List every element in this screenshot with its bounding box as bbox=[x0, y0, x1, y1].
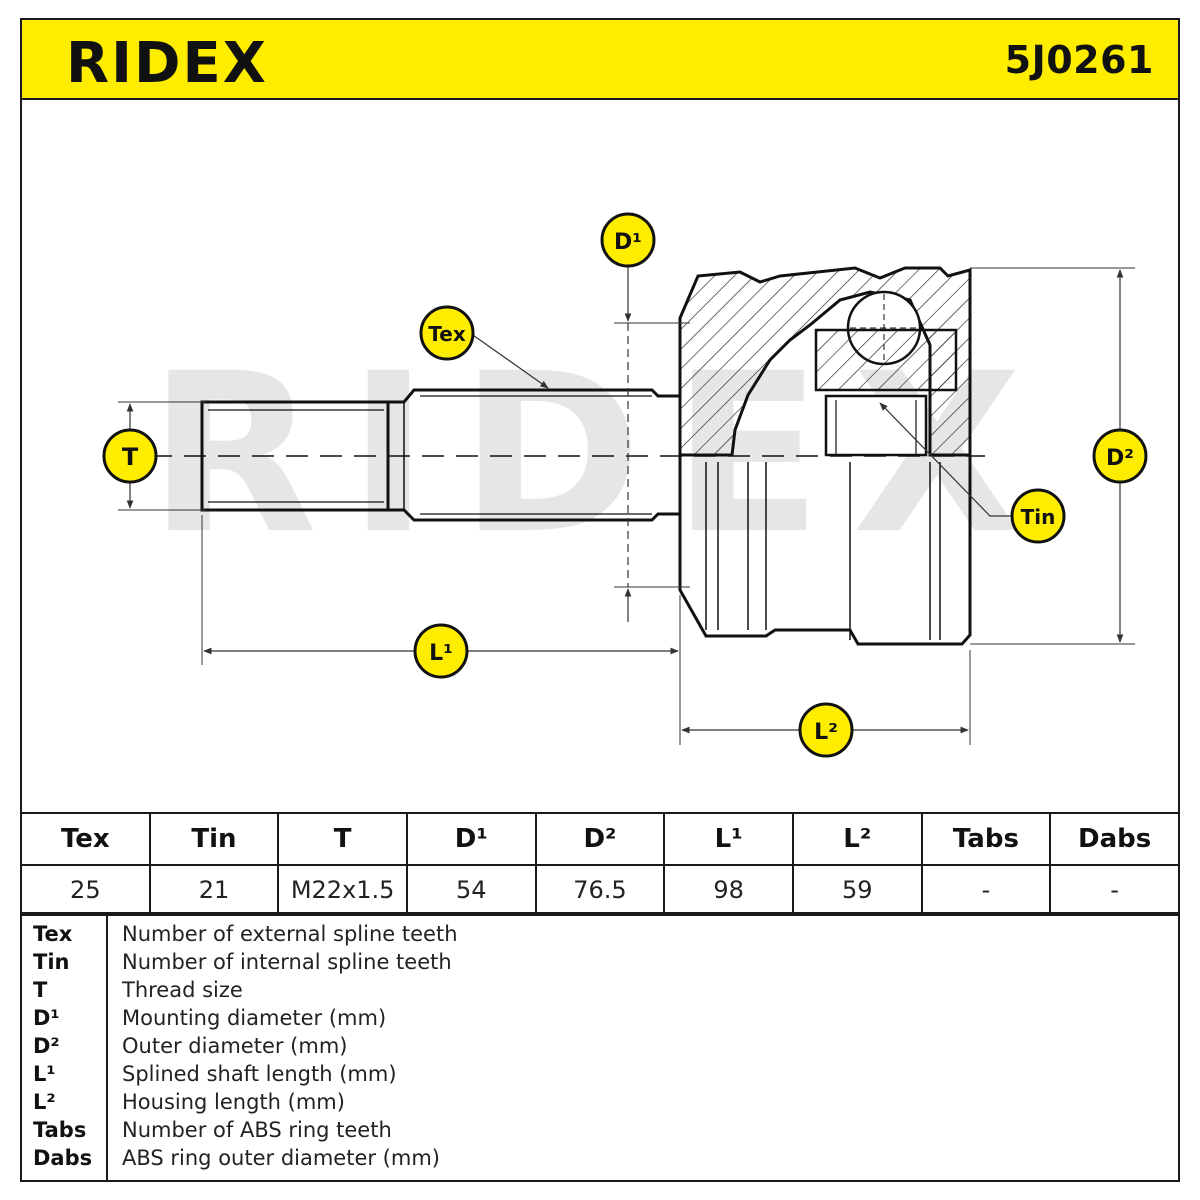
header-tex: Tex bbox=[20, 812, 151, 866]
legend-key: T bbox=[33, 978, 48, 1002]
value-dabs: - bbox=[1049, 864, 1180, 916]
legend-row: D² Outer diameter (mm) bbox=[20, 1034, 1180, 1062]
legend-key: Tin bbox=[33, 950, 70, 974]
legend-row: D¹ Mounting diameter (mm) bbox=[20, 1006, 1180, 1034]
legend: Tex Number of external spline teeth Tin … bbox=[20, 912, 1180, 1182]
value-t: M22x1.5 bbox=[277, 864, 408, 916]
value-l1: 98 bbox=[663, 864, 794, 916]
legend-desc: Housing length (mm) bbox=[122, 1090, 345, 1114]
legend-row: Tin Number of internal spline teeth bbox=[20, 950, 1180, 978]
header-d2: D² bbox=[534, 812, 666, 866]
l1-badge: L¹ bbox=[413, 623, 469, 679]
legend-key: L² bbox=[33, 1090, 56, 1114]
legend-key: D² bbox=[33, 1034, 60, 1058]
l1-badge-label: L¹ bbox=[429, 641, 453, 666]
spec-value-row: 25 21 M22x1.5 54 76.5 98 59 - - bbox=[20, 864, 1180, 916]
value-tex: 25 bbox=[20, 864, 151, 916]
d1-badge: D¹ bbox=[600, 212, 656, 268]
part-number: 5J0261 bbox=[1004, 38, 1154, 82]
legend-desc: Mounting diameter (mm) bbox=[122, 1006, 387, 1030]
legend-desc: Number of ABS ring teeth bbox=[122, 1118, 392, 1142]
legend-key: Dabs bbox=[33, 1146, 93, 1170]
inner-race bbox=[824, 394, 928, 457]
legend-row: L² Housing length (mm) bbox=[20, 1090, 1180, 1118]
legend-key: D¹ bbox=[33, 1006, 60, 1030]
splined-shaft-bottom bbox=[388, 508, 680, 522]
header-l1: L¹ bbox=[663, 812, 794, 866]
housing-section-hatched bbox=[678, 266, 972, 457]
d2-badge-label: D² bbox=[1106, 446, 1134, 471]
legend-row: T Thread size bbox=[20, 978, 1180, 1006]
legend-row: Tabs Number of ABS ring teeth bbox=[20, 1118, 1180, 1146]
header-tin: Tin bbox=[148, 812, 280, 866]
value-d2: 76.5 bbox=[534, 864, 666, 916]
header-d1: D¹ bbox=[405, 812, 537, 866]
cage bbox=[814, 328, 958, 392]
legend-desc: Splined shaft length (mm) bbox=[122, 1062, 397, 1086]
value-tabs: - bbox=[920, 864, 1052, 916]
legend-divider bbox=[106, 914, 108, 1182]
legend-desc: ABS ring outer diameter (mm) bbox=[122, 1146, 440, 1170]
header-l2: L² bbox=[791, 812, 923, 866]
spec-table: Tex Tin T D¹ D² L¹ L² Tabs Dabs 25 21 M2… bbox=[20, 812, 1180, 916]
l2-badge: L² bbox=[798, 702, 854, 758]
legend-desc: Outer diameter (mm) bbox=[122, 1034, 348, 1058]
legend-row: Tex Number of external spline teeth bbox=[20, 922, 1180, 950]
spec-header-row: Tex Tin T D¹ D² L¹ L² Tabs Dabs bbox=[20, 812, 1180, 866]
d2-badge: D² bbox=[1092, 428, 1148, 484]
header-t: T bbox=[277, 812, 408, 866]
value-d1: 54 bbox=[405, 864, 537, 916]
tex-badge-label: Tex bbox=[428, 322, 466, 346]
legend-row: L¹ Splined shaft length (mm) bbox=[20, 1062, 1180, 1090]
tex-leader bbox=[469, 332, 549, 389]
legend-desc: Thread size bbox=[122, 978, 243, 1002]
legend-key: L¹ bbox=[33, 1062, 56, 1086]
value-tin: 21 bbox=[148, 864, 280, 916]
tin-badge-label: Tin bbox=[1021, 505, 1056, 529]
legend-row: Dabs ABS ring outer diameter (mm) bbox=[20, 1146, 1180, 1174]
l2-badge-label: L² bbox=[814, 720, 838, 745]
housing-outline-lower bbox=[678, 455, 972, 646]
tex-badge: Tex bbox=[419, 305, 475, 361]
value-l2: 59 bbox=[791, 864, 923, 916]
legend-key: Tex bbox=[33, 922, 73, 946]
ridex-logo: RIDEX bbox=[66, 31, 268, 92]
header-dabs: Dabs bbox=[1049, 812, 1180, 866]
t-badge-label: T bbox=[122, 443, 139, 471]
tin-leader bbox=[879, 402, 1014, 517]
legend-desc: Number of external spline teeth bbox=[122, 922, 458, 946]
header-bar: RIDEX 5J0261 bbox=[20, 18, 1180, 100]
header-tabs: Tabs bbox=[920, 812, 1052, 866]
t-badge: T bbox=[102, 428, 158, 484]
tin-badge: Tin bbox=[1010, 488, 1066, 544]
logo-text: RIDEX bbox=[66, 31, 268, 92]
d1-badge-label: D¹ bbox=[614, 230, 642, 255]
legend-key: Tabs bbox=[33, 1118, 87, 1142]
technical-drawing: RIDEX bbox=[102, 212, 1148, 758]
legend-desc: Number of internal spline teeth bbox=[122, 950, 452, 974]
